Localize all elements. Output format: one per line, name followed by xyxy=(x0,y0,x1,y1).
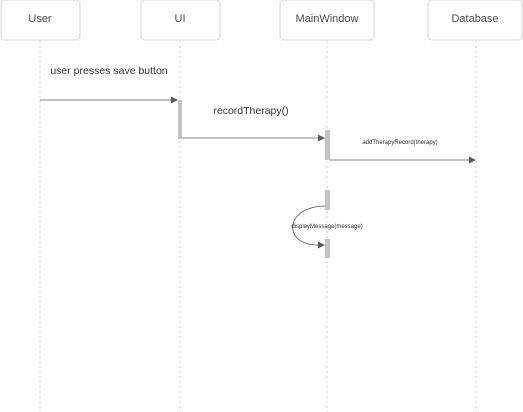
activation-mainwindow-2 xyxy=(325,190,330,210)
activation-mainwindow-1 xyxy=(325,130,330,160)
activation-mainwindow-3 xyxy=(325,239,330,258)
message-record-therapy-label: recordTherapy() xyxy=(213,105,288,117)
participant-database: Database xyxy=(427,0,523,41)
message-save-button-label: user presses save button xyxy=(50,65,167,77)
participant-mainwindow-label: MainWindow xyxy=(296,13,359,25)
message-record-therapy: recordTherapy() xyxy=(182,105,325,142)
message-save-button: user presses save button xyxy=(40,65,178,104)
participant-user: User xyxy=(0,0,81,41)
message-add-therapy-record-label: addTherapyRecord(therapy) xyxy=(362,140,437,146)
message-display-message: displayMessage(message) xyxy=(291,205,363,249)
participant-ui-label: UI xyxy=(175,13,186,25)
activation-ui xyxy=(178,100,182,139)
message-display-message-label: displayMessage(message) xyxy=(291,224,362,230)
participant-mainwindow: MainWindow xyxy=(279,0,375,41)
message-add-therapy-record: addTherapyRecord(therapy) xyxy=(330,140,476,164)
participant-user-label: User xyxy=(28,13,52,25)
participant-ui: UI xyxy=(140,0,221,41)
participant-database-label: Database xyxy=(451,13,498,25)
